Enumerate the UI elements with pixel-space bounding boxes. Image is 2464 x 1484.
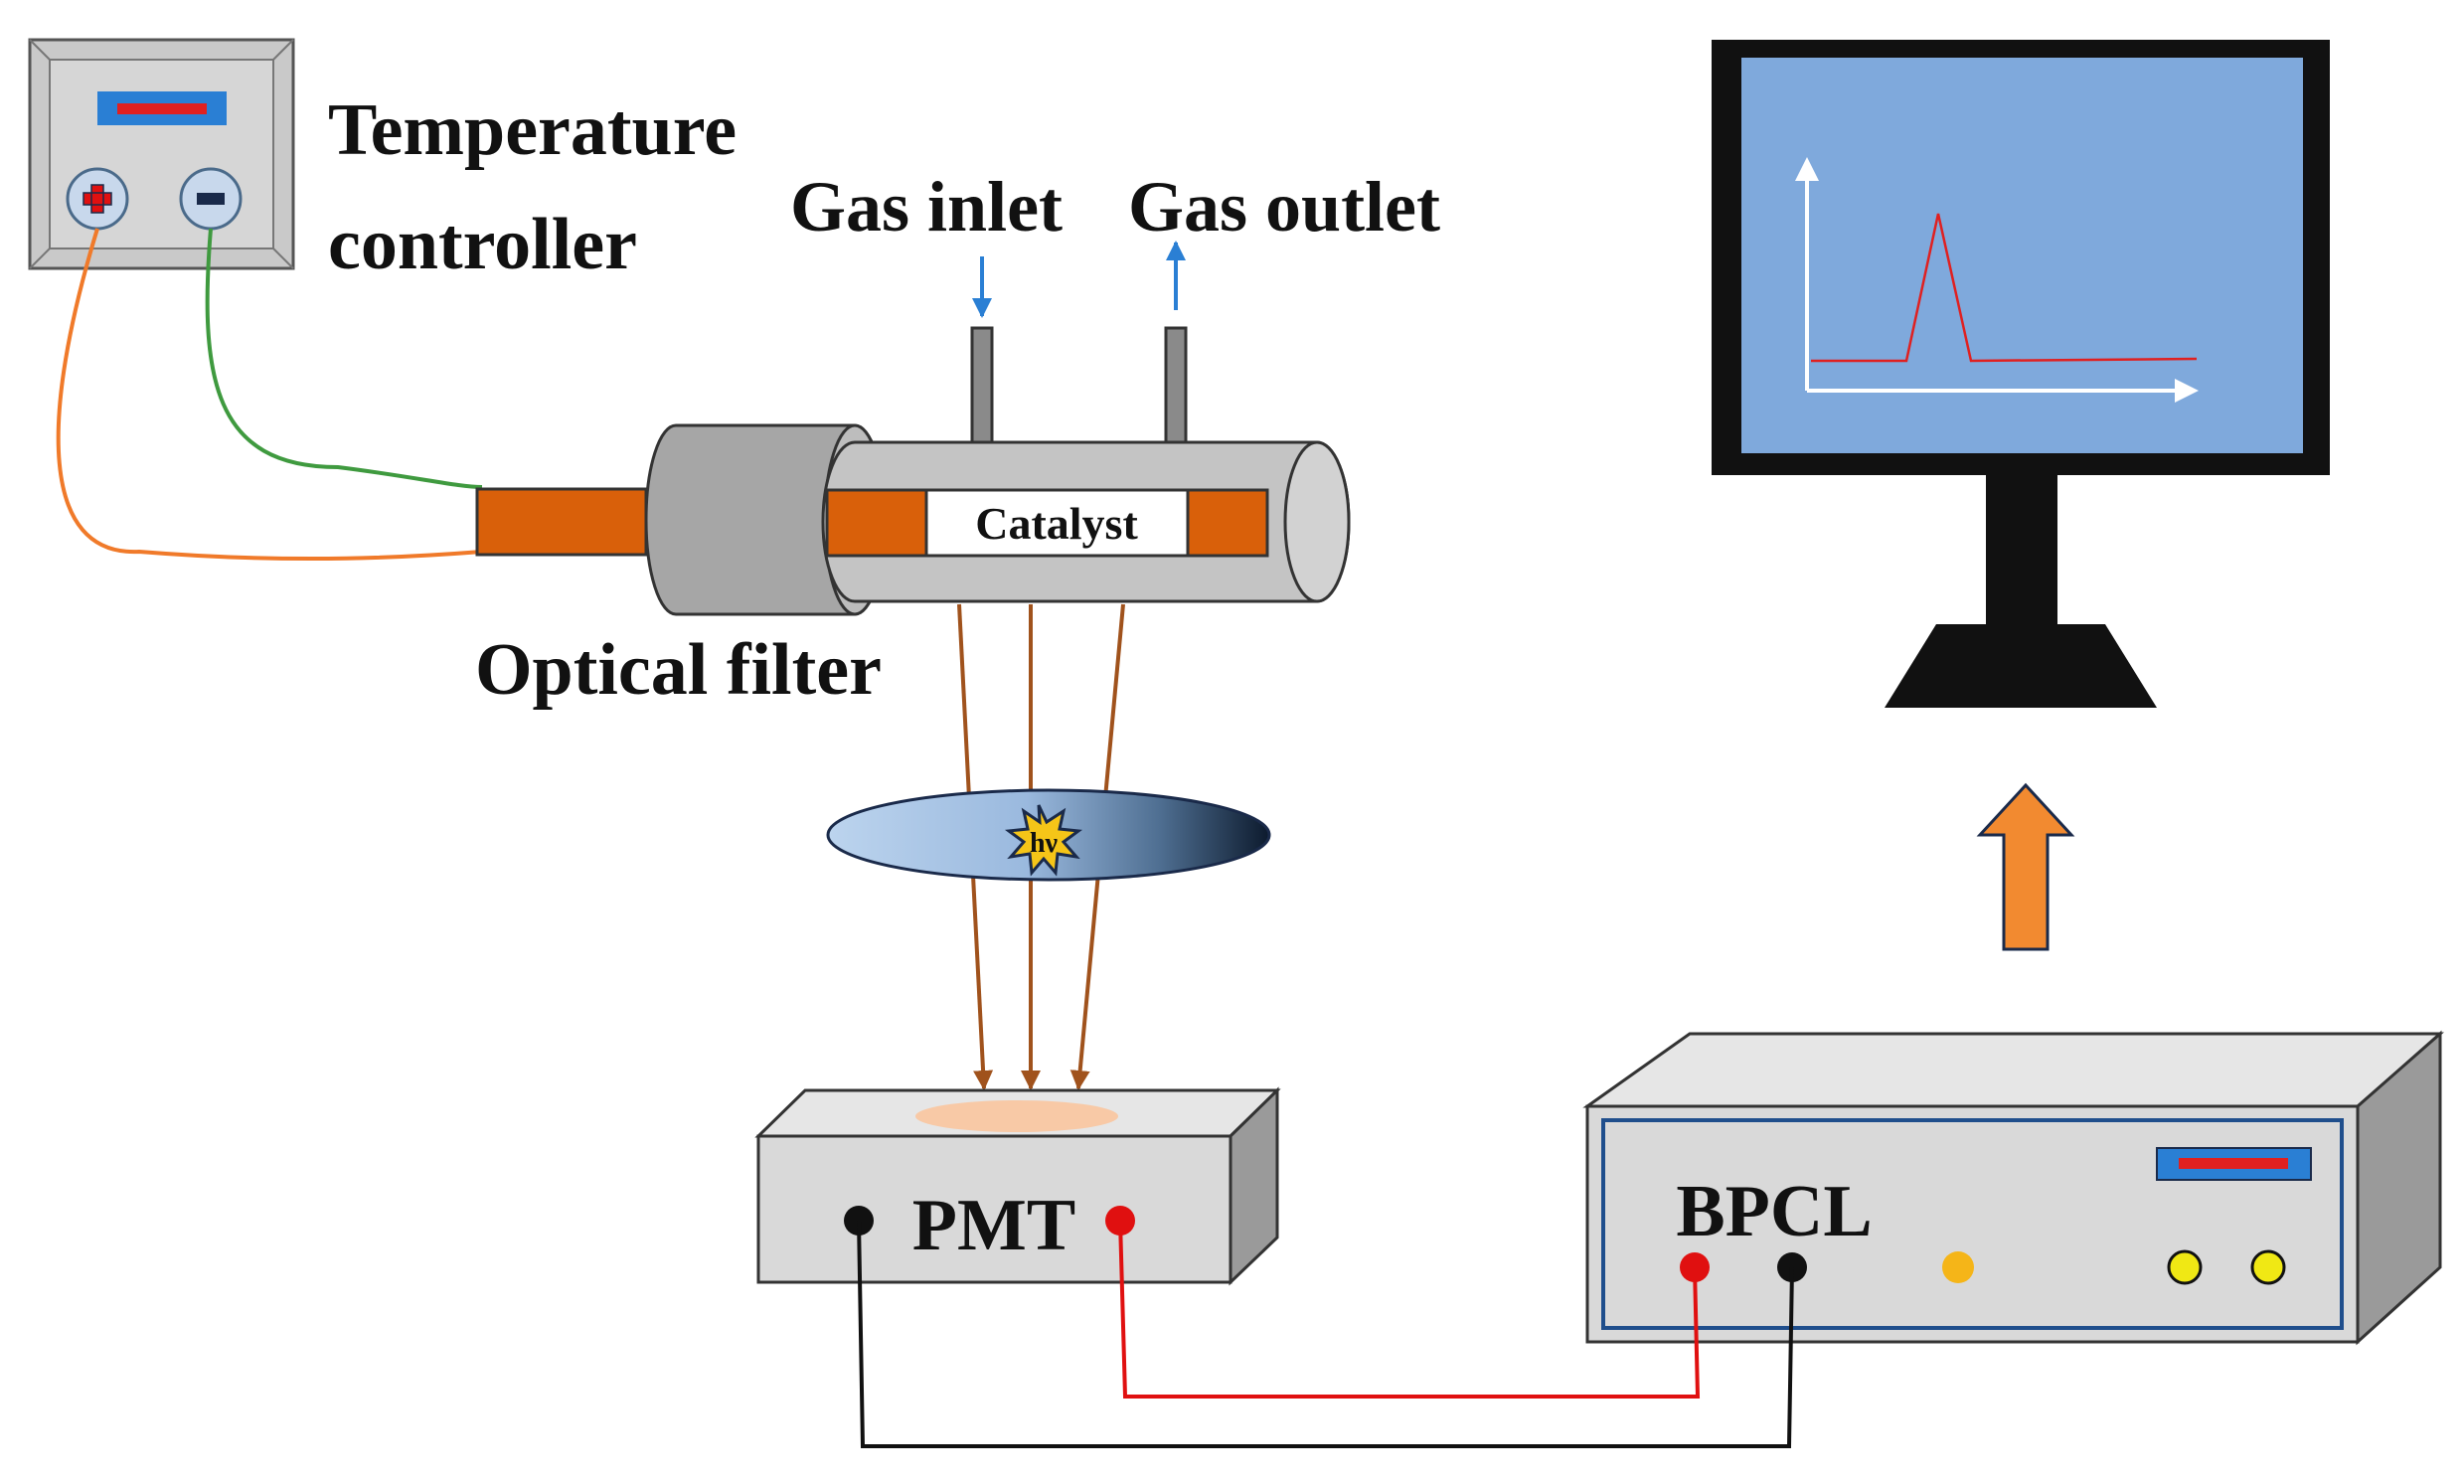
gas-inlet-tube: [970, 326, 994, 447]
green-wire: [205, 228, 483, 489]
bpcl-label: BPCL: [1676, 1171, 1872, 1252]
heater-rod-left: [475, 487, 648, 557]
photon-label: hν: [1030, 828, 1059, 859]
catalyst-box: [924, 488, 1190, 558]
pmt-window: [915, 1100, 1118, 1132]
bpcl-knob-1: [2167, 1249, 2203, 1285]
red-signal-wire: [1118, 1220, 1701, 1399]
gas-outlet-label: Gas outlet: [1128, 167, 1440, 247]
pmt-label: PMT: [912, 1185, 1075, 1266]
black-signal-wire: [857, 1220, 1794, 1448]
monitor-neck: [1986, 475, 2057, 624]
heater-block-left: [825, 488, 928, 558]
temperature-controller-label-line2: controller: [328, 204, 637, 285]
data-transfer-arrow: [1976, 782, 2075, 951]
pmt-box: [754, 1086, 1281, 1286]
monitor-base: [1885, 624, 2157, 708]
bpcl-knob-2: [2250, 1249, 2286, 1285]
spectrum-peak-line: [1811, 213, 2198, 363]
monitor: [1712, 40, 2330, 708]
catalyst-label: Catalyst: [975, 498, 1138, 549]
gas-inlet-label: Gas inlet: [790, 167, 1063, 247]
monitor-screen: [1741, 58, 2303, 453]
starburst-icon: [1004, 804, 1083, 877]
temperature-controller-label-line1: Temperature: [328, 89, 737, 171]
minus-icon: [179, 167, 243, 231]
plus-icon: [66, 167, 129, 231]
bpcl-instrument: [1582, 1030, 2444, 1346]
orange-wire: [56, 228, 483, 562]
gas-outlet-tube: [1164, 326, 1188, 447]
temperature-controller: [28, 38, 295, 270]
optical-filter-label: Optical filter: [475, 629, 882, 711]
reactor-assembly: [475, 423, 1351, 616]
heater-block-right: [1186, 488, 1269, 558]
bpcl-indicator-orange: [1942, 1251, 1974, 1283]
